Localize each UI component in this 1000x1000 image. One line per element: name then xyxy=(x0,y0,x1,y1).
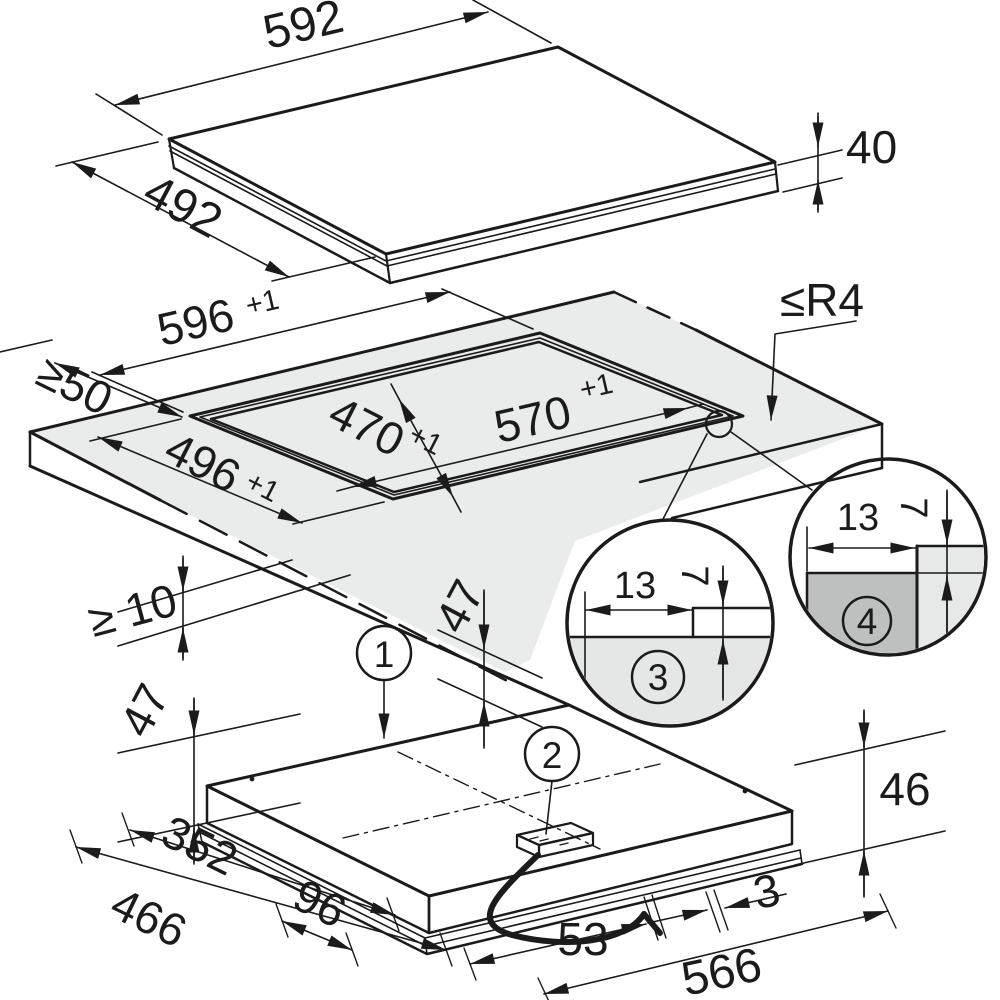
detail-ref-circle xyxy=(704,409,734,439)
detail4-label-13: 13 xyxy=(837,497,879,539)
detail-circle-4: 13 7 4 xyxy=(788,457,988,657)
fixing-screw-right xyxy=(742,788,748,794)
label-47-left: 47 xyxy=(109,675,179,745)
dim-rebate-width: 596 +1 xyxy=(91,284,534,413)
hob-glass-top xyxy=(167,45,777,256)
detail4-label-7: 7 xyxy=(892,497,934,518)
label-596-tol: +1 xyxy=(243,284,282,323)
top-view-hob: 592 492 40 xyxy=(55,0,897,285)
callout-2: 2 xyxy=(523,725,581,835)
dim-96: 96 xyxy=(275,869,359,967)
label-3: 3 xyxy=(749,863,785,919)
corner-radius-note: ≤R4 xyxy=(766,274,864,421)
label-40: 40 xyxy=(846,121,897,173)
mains-connection-box xyxy=(515,821,595,859)
dim-width-592: 592 xyxy=(95,0,552,136)
hob-body-right-face xyxy=(427,809,794,935)
dim-height-46: 46 xyxy=(794,709,946,898)
detail4-number: 4 xyxy=(857,601,878,642)
label-46: 46 xyxy=(879,763,930,815)
label-492: 492 xyxy=(135,164,231,248)
label-466: 466 xyxy=(103,877,195,957)
label-53: 53 xyxy=(557,913,608,965)
dim-height-40: 40 xyxy=(777,112,897,213)
callout-1-label: 1 xyxy=(374,634,395,675)
fixing-screw-left xyxy=(249,776,255,782)
label-566: 566 xyxy=(677,938,766,1000)
label-570-tol: +1 xyxy=(577,368,616,407)
label-592: 592 xyxy=(258,0,348,60)
label-10: ≥ 10 xyxy=(83,573,183,646)
detail3-number: 3 xyxy=(648,657,669,698)
detail3-label-7: 7 xyxy=(673,565,715,586)
detail3-label-13: 13 xyxy=(614,565,656,607)
callout-2-label: 2 xyxy=(542,735,563,776)
worktop-view: ≤R4 ≥50 596 +1 496 +1 4 xyxy=(0,274,884,707)
detail-circle-3: 13 7 3 xyxy=(565,518,775,728)
callout-1: 1 xyxy=(355,624,413,739)
label-r4: ≤R4 xyxy=(780,274,864,326)
